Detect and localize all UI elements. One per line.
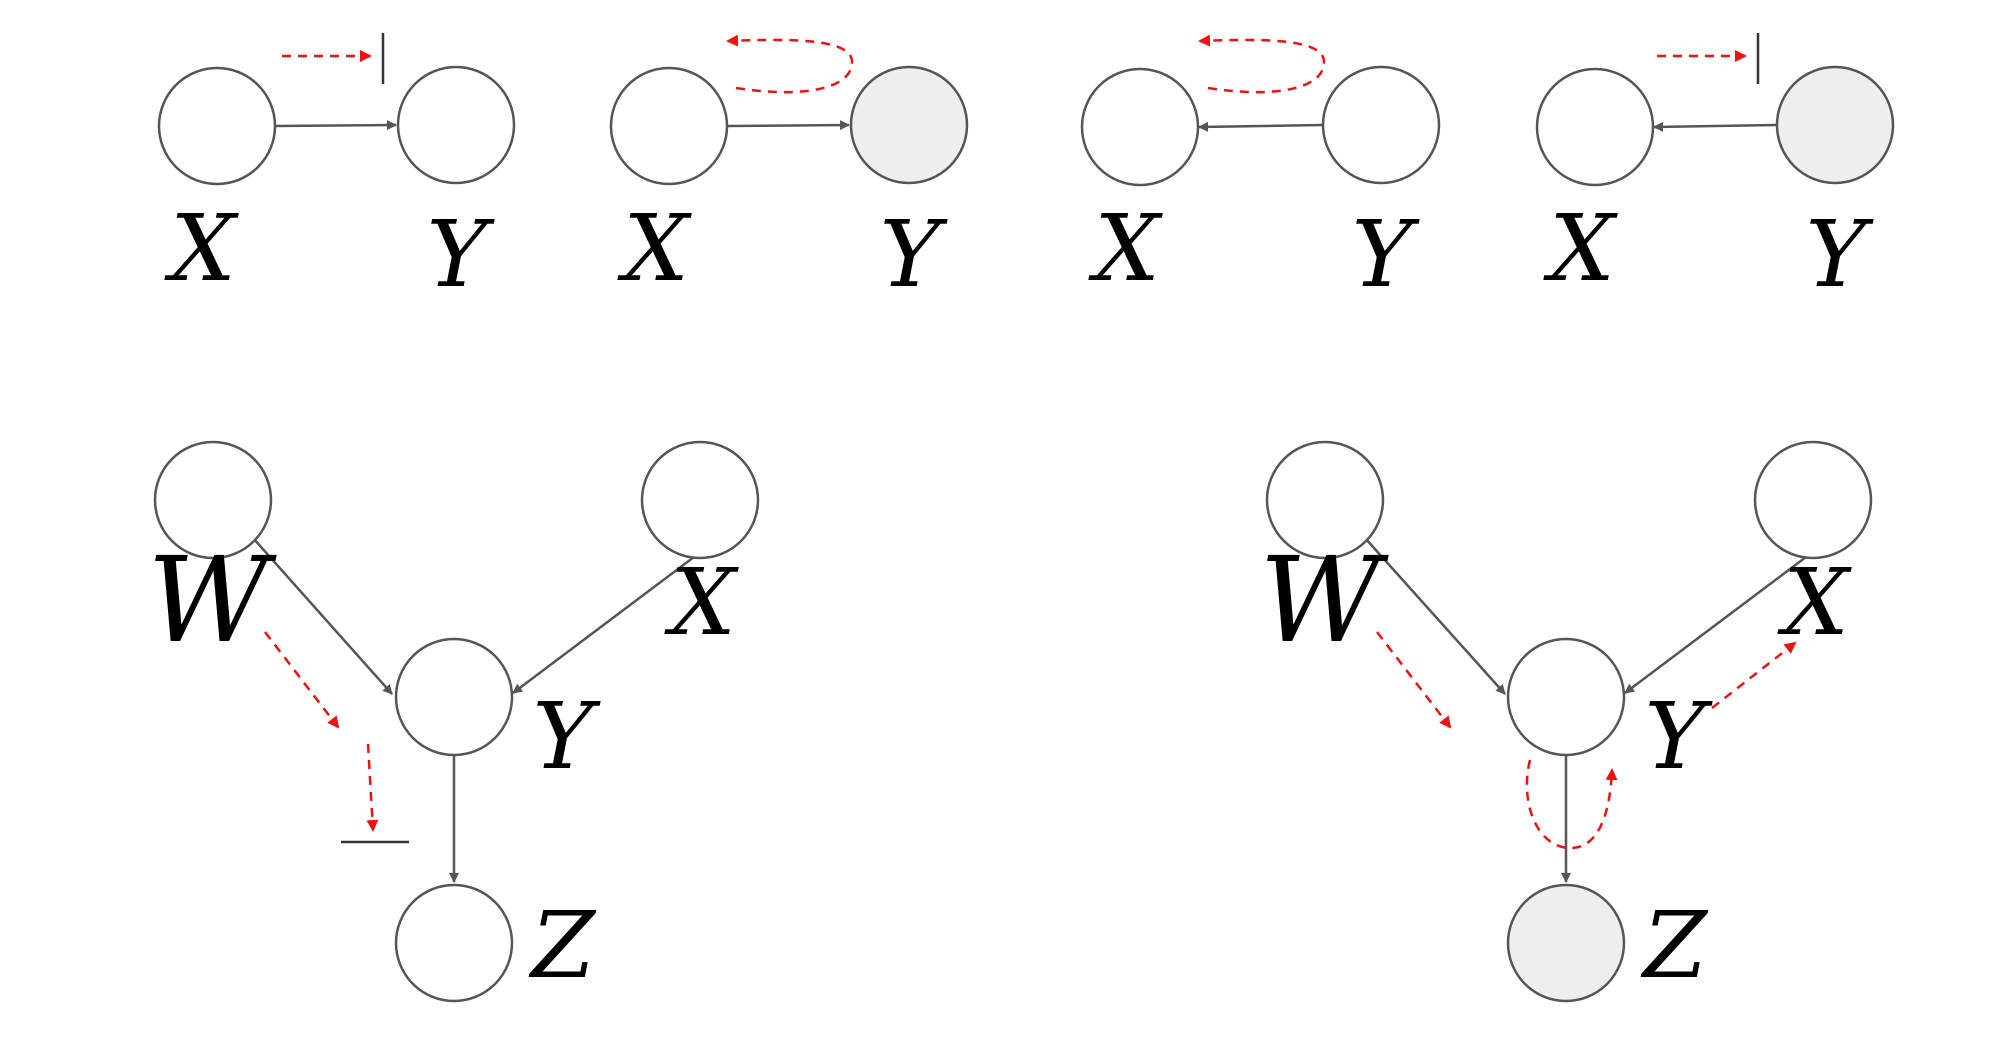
panel-1: X Y: [157, 33, 516, 308]
node-y: [1321, 65, 1441, 185]
panel-2: X Y: [609, 34, 969, 308]
panel-3: X Y: [1080, 34, 1441, 308]
flow-loop-arrow: [726, 34, 854, 94]
node-y-label: Y: [533, 683, 602, 790]
node-y-label: Y: [880, 201, 949, 308]
node-y: [396, 65, 516, 185]
node-y: [1506, 637, 1626, 757]
edge-y-to-x: [1198, 121, 1323, 132]
node-x-label: X: [1777, 549, 1852, 656]
node-y: [394, 637, 514, 757]
edge-x-to-y: [726, 120, 850, 131]
flow-arrow-2: [366, 743, 379, 832]
edge-x-to-y: [273, 120, 397, 131]
edge-x-to-y: [1624, 556, 1807, 694]
node-y-label: Y: [1352, 201, 1421, 308]
edge-x-to-y: [512, 556, 695, 694]
node-x-label: X: [1543, 195, 1618, 302]
node-x: [1080, 67, 1200, 187]
node-y: [1775, 65, 1895, 185]
edge-w-to-y: [1364, 537, 1506, 695]
node-z: [394, 883, 514, 1003]
node-z-label: Z: [528, 892, 597, 999]
node-x: [157, 66, 277, 186]
node-x-label: X: [1088, 195, 1163, 302]
flow-arrow-2: [1711, 641, 1797, 709]
node-y-label: Y: [1645, 683, 1714, 790]
node-x: [640, 440, 760, 560]
panel-4: X Y: [1535, 33, 1895, 308]
flow-loop-arrow: [1525, 759, 1618, 850]
node-x-label: X: [617, 195, 692, 302]
node-y: [849, 65, 969, 185]
node-x: [609, 66, 729, 186]
edge-y-to-x: [1653, 121, 1777, 132]
node-w: [1265, 440, 1385, 560]
node-y-label: Y: [427, 201, 496, 308]
node-z-label: Z: [1640, 892, 1709, 999]
flow-arrow-1: [264, 631, 340, 729]
edge-w-to-y: [252, 537, 393, 695]
node-y-label: Y: [1806, 201, 1875, 308]
node-x: [1535, 67, 1655, 187]
node-w: [153, 440, 273, 560]
node-x-label: X: [664, 549, 739, 656]
flow-arrow-1: [1376, 631, 1452, 729]
node-w-label: W: [147, 531, 277, 669]
panel-6: W X Y Z: [1259, 440, 1873, 1003]
panel-5: W X Y Z: [147, 440, 760, 1003]
node-x: [1753, 440, 1873, 560]
node-w-label: W: [1259, 531, 1389, 669]
node-x-label: X: [164, 195, 239, 302]
node-z: [1506, 883, 1626, 1003]
flow-loop-arrow: [1198, 34, 1326, 94]
